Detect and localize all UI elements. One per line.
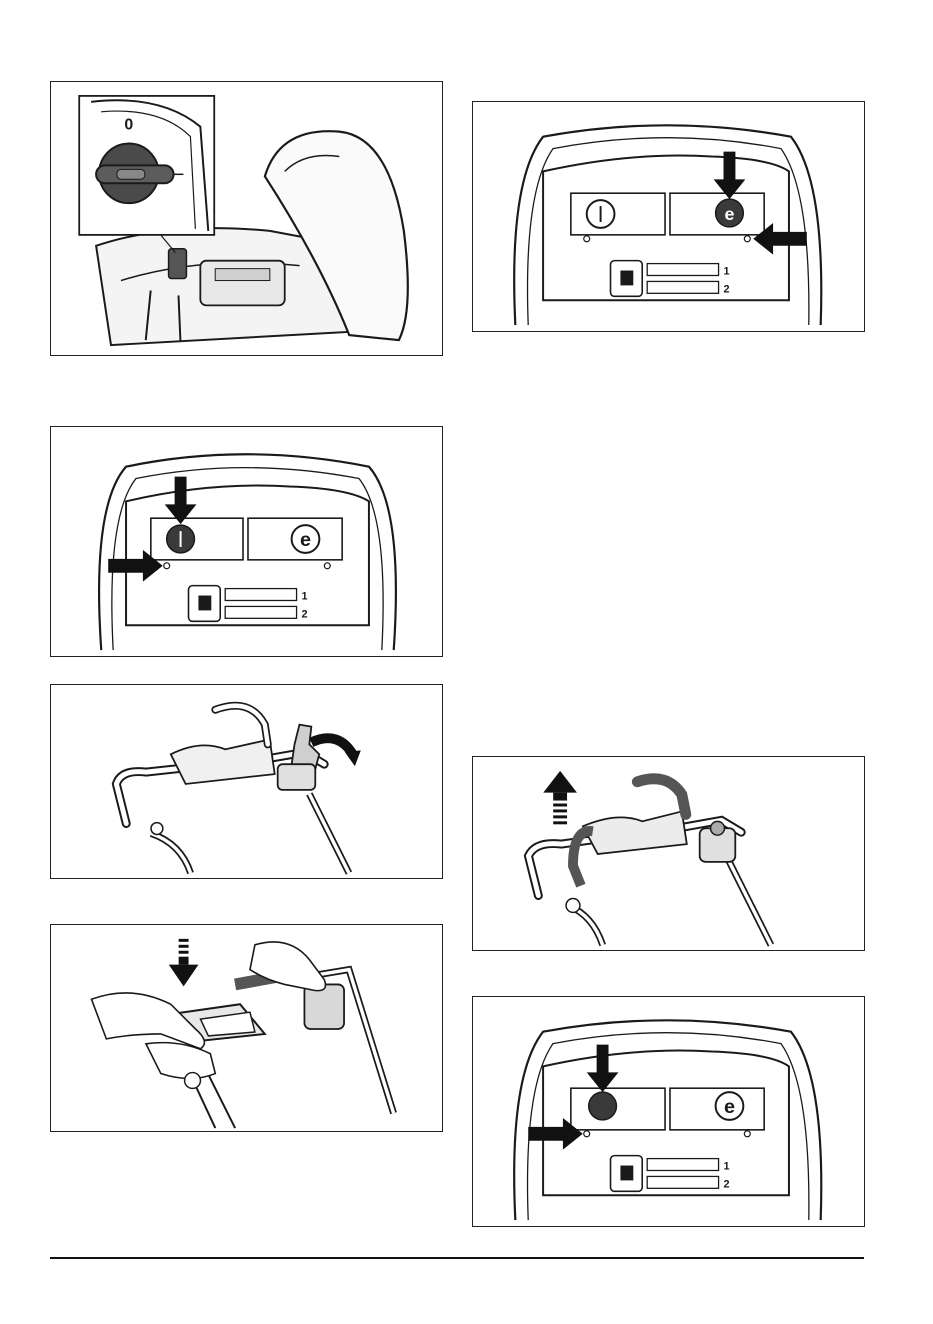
rotate-arrow-icon [345,750,361,766]
down-arrow-icon [165,477,197,525]
control-panel-eco-illustration: e 1 2 [473,102,864,331]
figure-control-panel-eco: e 1 2 [472,101,865,332]
figure-control-panel-off: e 1 2 [472,996,865,1227]
battery-row-2-label: 2 [302,608,308,620]
left-hand [92,993,205,1049]
svg-text:e: e [724,1096,735,1118]
control-panel-illustration: e 1 2 [51,427,442,656]
battery-row-2-label: 2 [724,283,730,295]
press-down-arrow-icon [169,939,199,987]
right-arrow-icon [528,1118,583,1150]
battery-row-2-label: 2 [724,1178,730,1190]
figure-press-bar [50,924,443,1132]
power-button-active [589,1092,617,1120]
lift-bar-illustration [473,757,864,950]
down-arrow-icon [587,1045,619,1093]
main-switch-illustration: 0 [51,82,442,355]
svg-text:e: e [725,204,735,224]
inset-off-label: 0 [124,117,133,134]
figure-handle-knob [50,684,443,879]
battery-row-1-label: 1 [302,590,308,602]
footer-rule [50,1257,864,1259]
svg-text:e: e [300,529,311,551]
handle-knob-illustration [51,685,442,878]
battery-row-1-label: 1 [724,1160,730,1172]
lower-hand [146,1043,215,1079]
lift-up-arrow-icon [543,771,577,824]
control-panel-off-illustration: e 1 2 [473,997,864,1226]
left-arrow-icon [753,223,807,255]
press-bar-illustration [51,925,442,1131]
figure-control-panel-on: e 1 2 [50,426,443,657]
battery-row-1-label: 1 [724,265,730,277]
figure-main-switch: 0 [50,81,443,356]
right-arrow-icon [108,550,163,582]
figure-lift-bar [472,756,865,951]
